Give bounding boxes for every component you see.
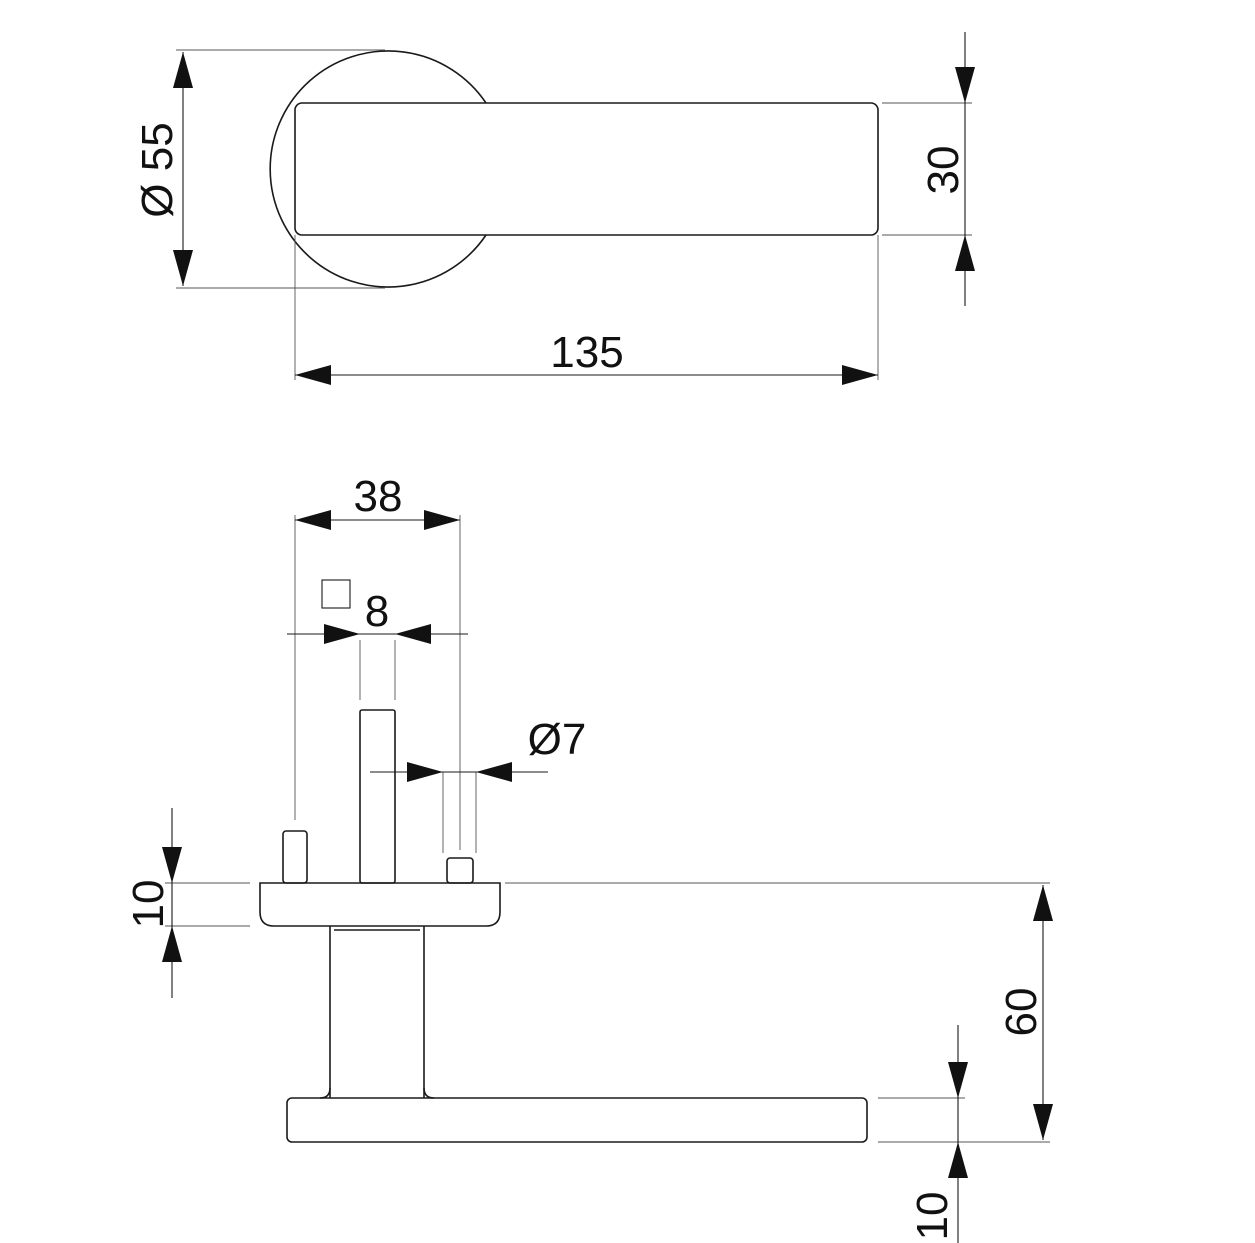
arrow-down bbox=[1033, 1104, 1053, 1140]
screw-diameter-label: Ø7 bbox=[528, 715, 587, 764]
rose-diameter-dimension: Ø 55 bbox=[133, 49, 385, 289]
fixing-spacing-label: 38 bbox=[354, 472, 403, 521]
spindle-square-dimension: 8 bbox=[287, 579, 468, 700]
lever-grip-side bbox=[286, 1097, 868, 1143]
grip-thickness-dimension: 10 bbox=[878, 1025, 968, 1243]
arrow-right bbox=[324, 624, 360, 644]
arrow-up bbox=[162, 926, 182, 962]
lever-length-dimension: 135 bbox=[294, 235, 879, 385]
arrow-left bbox=[295, 365, 331, 385]
arrow-left bbox=[295, 510, 331, 530]
rose-plate bbox=[259, 882, 501, 927]
arrow-up bbox=[955, 235, 975, 271]
lever-projection-label: 60 bbox=[997, 988, 1046, 1037]
lever-body-top bbox=[294, 102, 879, 236]
lever-height-label: 30 bbox=[919, 146, 968, 195]
arrow-down bbox=[955, 67, 975, 103]
arrow-up bbox=[173, 52, 193, 88]
lever-length-label: 135 bbox=[550, 328, 623, 377]
lever-height-dimension: 30 bbox=[882, 32, 975, 306]
grip-thickness-label: 10 bbox=[908, 1192, 957, 1241]
arrow-right bbox=[842, 365, 878, 385]
rose-thickness-label: 10 bbox=[124, 880, 173, 929]
lever-projection-dimension: 60 bbox=[505, 882, 1053, 1143]
arrow-right bbox=[407, 762, 443, 782]
screw-diameter-dimension: Ø7 bbox=[370, 715, 586, 853]
arrow-down bbox=[162, 847, 182, 883]
rose-diameter-label: Ø 55 bbox=[133, 122, 182, 217]
arrow-right bbox=[424, 510, 460, 530]
side-view: 38 8 Ø7 10 bbox=[124, 472, 1053, 1243]
rose-thickness-dimension: 10 bbox=[124, 808, 250, 998]
spindle-square-label: 8 bbox=[365, 587, 389, 636]
arrow-up bbox=[948, 1142, 968, 1178]
square-spindle bbox=[359, 709, 396, 884]
rose-outline bbox=[269, 50, 487, 288]
fixing-spacing-dimension: 38 bbox=[294, 472, 461, 850]
fixing-pin-left bbox=[282, 830, 308, 884]
arrow-left bbox=[476, 762, 512, 782]
square-spindle-icon bbox=[321, 579, 351, 609]
top-view: Ø 55 30 135 bbox=[133, 32, 975, 385]
arrow-down bbox=[173, 250, 193, 286]
arrow-up bbox=[1033, 885, 1053, 921]
arrow-left bbox=[395, 624, 431, 644]
fixing-pin-right bbox=[446, 857, 474, 884]
arrow-down bbox=[948, 1062, 968, 1098]
